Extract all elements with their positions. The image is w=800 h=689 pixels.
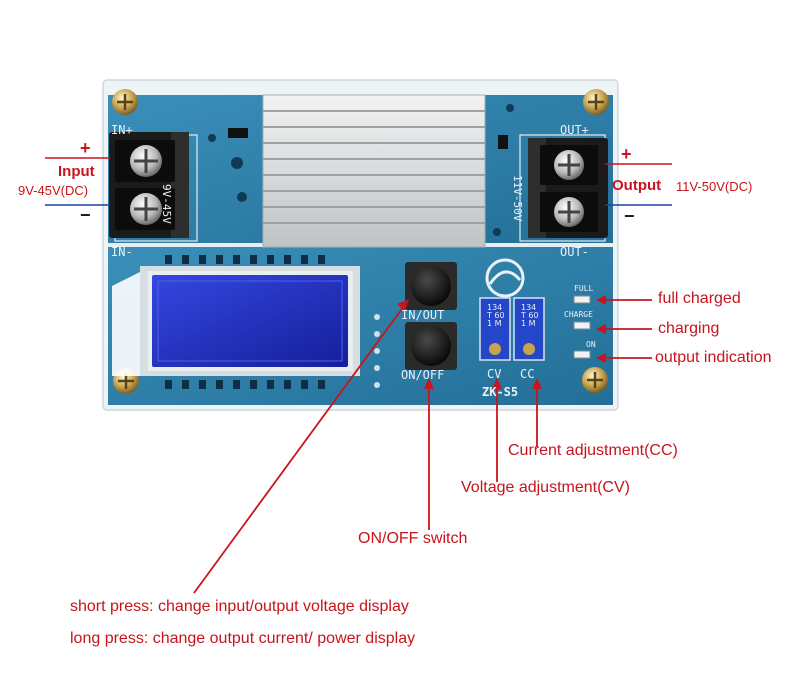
cc-potentiometer[interactable] (513, 297, 545, 361)
input-range: 9V-45V(DC) (18, 183, 89, 198)
current-adjustment-label: Current adjustment(CC) (508, 442, 678, 459)
out-minus-silk: OUT- (560, 245, 589, 259)
input-range-silk: 9V-45V (160, 184, 173, 224)
in-out-button[interactable] (405, 262, 457, 310)
onoff-switch-label: ON/OFF switch (358, 530, 468, 547)
on-led-label: ON (586, 340, 596, 349)
cv-potentiometer[interactable] (479, 297, 511, 361)
charging-label: charging (658, 320, 720, 337)
corner-screw-bottom-right (582, 367, 608, 393)
inout-arrow (193, 305, 405, 594)
corner-screw-top-right (583, 89, 609, 115)
full-charged-label: full charged (658, 290, 741, 307)
cc-pot-marking: 134 T 601 M (521, 303, 539, 328)
full-led (573, 295, 591, 304)
voltage-adjustment-label: Voltage adjustment(CV) (461, 479, 630, 496)
out-plus-silk: OUT+ (560, 123, 589, 137)
in-plus-silk: IN+ (111, 123, 133, 137)
on-off-button[interactable] (405, 322, 457, 370)
input-minus-sign: − (80, 205, 91, 225)
in-minus-silk: IN- (111, 245, 133, 259)
output-title: Output (612, 177, 662, 194)
output-range: 11V-50V(DC) (676, 179, 753, 194)
input-terminal-block (109, 132, 189, 238)
input-plus-sign: + (80, 138, 91, 158)
on-off-button-label: ON/OFF (401, 368, 445, 382)
model-silk: ZK-S5 (482, 385, 519, 399)
output-range-silk: 11V-50V (511, 175, 524, 222)
short-press-label: short press: change input/output voltage… (70, 598, 409, 615)
input-title: Input (58, 163, 95, 180)
output-indication-label: output indication (655, 349, 772, 366)
in-out-button-label: IN/OUT (401, 308, 445, 322)
on-led (573, 350, 591, 359)
corner-screw-top-left (112, 89, 138, 115)
charge-led (573, 321, 591, 330)
full-led-label: FULL (574, 284, 594, 293)
lcd-pins (165, 255, 325, 389)
output-terminal-block (528, 138, 608, 238)
cc-silk: CC (520, 367, 535, 381)
long-press-label: long press: change output current/ power… (70, 630, 416, 647)
cv-silk: CV (487, 367, 502, 381)
heatsink (262, 94, 486, 248)
lcd-display (112, 266, 360, 376)
brand-logo-icon (485, 258, 525, 298)
output-plus-sign: + (621, 144, 632, 164)
cv-pot-marking: 134 T 601 M (487, 303, 505, 328)
charge-led-label: CHARGE (564, 310, 593, 319)
output-minus-sign: − (624, 206, 635, 226)
